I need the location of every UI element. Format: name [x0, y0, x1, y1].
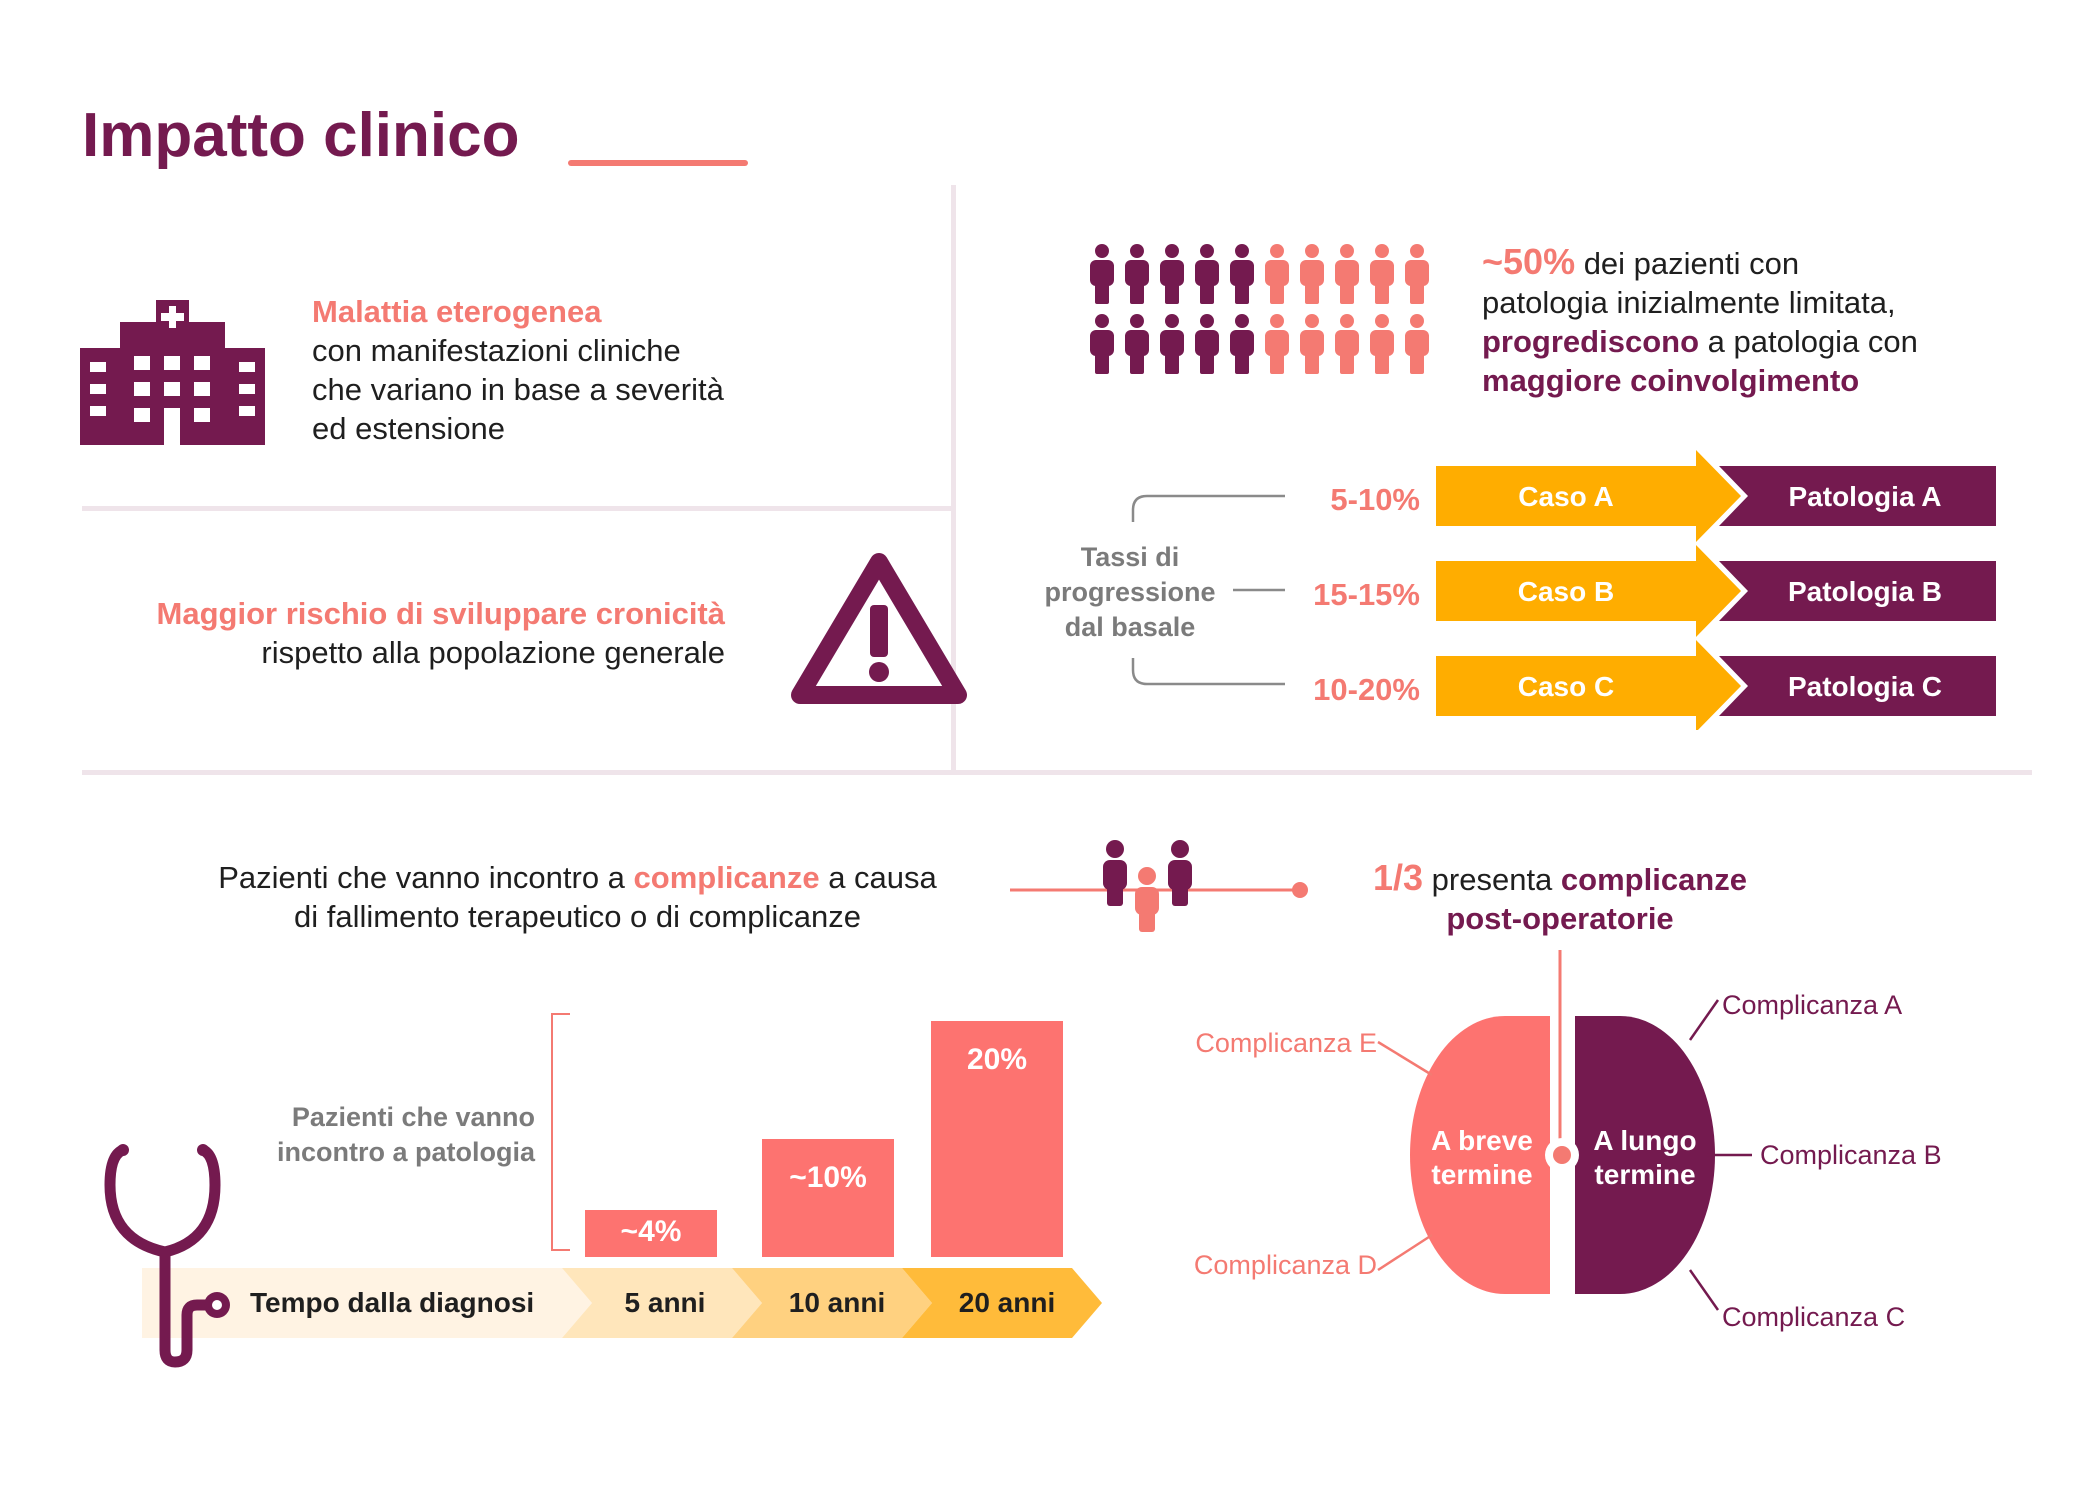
bar-20-years-label: 20% [966, 1043, 1028, 1076]
complications-intro-text-1: Pazienti che vanno incontro a [218, 860, 634, 895]
rates-bracket [1131, 494, 1285, 686]
title-underline [568, 160, 748, 166]
progression-text-3: a patologia con [1699, 324, 1918, 359]
bar-section-label-line-1: Pazienti che vanno [291, 1102, 535, 1132]
chronic-risk-line: rispetto alla popolazione generale [261, 635, 725, 670]
pathology-b-label: Patologia B [1787, 576, 1942, 607]
postop-highlight: complicanze [1560, 862, 1747, 897]
progression-text-2: patologia inizialmente limitata, [1482, 285, 1896, 320]
complication-a-label: Complicanza A [1722, 990, 1903, 1020]
vertical-divider [951, 185, 956, 775]
case-b-label: Caso B [1517, 576, 1615, 607]
heterogeneous-line-2: che variano in base a severità [312, 372, 724, 407]
person-icon [1160, 244, 1184, 304]
progression-text-1: dei pazienti con [1575, 246, 1800, 281]
bar-5-years-label: ~4% [620, 1215, 682, 1248]
complications-intro-text-2: a causa [819, 860, 937, 895]
complications-diagram [1377, 950, 1752, 1311]
rates-label-line-3: dal basale [1064, 612, 1196, 642]
person-icon [1230, 244, 1254, 304]
rate-row-b-value: 15-15% [1313, 577, 1420, 612]
short-term-label: A breve termine [1412, 1124, 1552, 1192]
rate-row-c-value: 10-20% [1313, 672, 1420, 707]
timeline-label: Tempo dalla diagnosi [250, 1287, 535, 1318]
rates-label-line-2: progressione [1044, 577, 1216, 607]
complication-c-label: Complicanza C [1722, 1302, 1906, 1332]
people-trio-icon [1010, 840, 1308, 932]
postop-text: 1/3 presenta complicanze post-operatorie [1300, 858, 1820, 938]
person-icon [1300, 314, 1324, 374]
complication-e-label: Complicanza E [1195, 1028, 1377, 1058]
chronic-risk-text: Maggior rischio di sviluppare cronicità … [80, 594, 725, 672]
heterogeneous-highlight: Malattia eterogenea [312, 294, 602, 329]
bar-section-label: Pazienti che vanno incontro a patologia [210, 1100, 535, 1170]
bar-20-years [931, 1021, 1063, 1257]
case-a-label: Caso A [1518, 481, 1614, 512]
heterogeneous-line-1: con manifestazioni cliniche [312, 333, 681, 368]
complication-b-label: Complicanza B [1760, 1140, 1942, 1170]
person-icon [1370, 244, 1394, 304]
pathology-c-label: Patologia C [1787, 671, 1942, 702]
bar-10-years [762, 1139, 894, 1257]
bar-10-years-label: ~10% [789, 1161, 867, 1194]
complication-d-label: Complicanza D [1193, 1250, 1377, 1280]
person-icon [1405, 314, 1429, 374]
timeline-step-20-years: 20 anni [958, 1287, 1056, 1318]
page-title: Impatto clinico [82, 101, 520, 170]
timeline-step-10-years: 10 anni [788, 1287, 886, 1318]
postop-fraction: 1/3 [1373, 857, 1424, 898]
rates-label: Tassi di progressione dal basale [1020, 540, 1240, 645]
person-icon [1125, 314, 1149, 374]
person-icon [1160, 314, 1184, 374]
person-icon [1405, 244, 1429, 304]
people-grid-icon [1090, 244, 1429, 374]
progression-outcome: maggiore coinvolgimento [1482, 363, 1860, 398]
horizontal-divider-main [82, 770, 2032, 775]
person-icon [1300, 244, 1324, 304]
person-icon [1090, 244, 1114, 304]
person-icon [1335, 244, 1359, 304]
hospital-icon [80, 300, 265, 445]
bar-bracket [551, 1013, 570, 1251]
rate-row-a-value: 5-10% [1330, 482, 1420, 517]
progression-percent: ~50% [1482, 241, 1576, 282]
bar-section-label-line-2: incontro a patologia [276, 1137, 535, 1167]
long-term-line-1: A lungo [1593, 1125, 1697, 1156]
pathology-a-label: Patologia A [1788, 481, 1942, 512]
warning-icon [791, 553, 967, 704]
complications-intro-highlight: complicanze [633, 860, 820, 895]
person-icon [1370, 314, 1394, 374]
timeline-arrows [142, 1268, 1102, 1338]
case-c-label: Caso C [1517, 671, 1615, 702]
heterogeneous-line-3: ed estensione [312, 411, 506, 446]
progression-verb: progrediscono [1482, 324, 1700, 359]
person-icon [1265, 314, 1289, 374]
person-icon [1265, 244, 1289, 304]
heterogeneous-disease-text: Malattia eterogenea con manifestazioni c… [312, 292, 812, 448]
timeline-step-5-years: 5 anni [624, 1287, 706, 1318]
postop-text-1: presenta [1423, 862, 1561, 897]
chronic-risk-highlight: Maggior rischio di sviluppare cronicità [156, 596, 725, 631]
short-term-line-2: termine [1431, 1159, 1533, 1190]
postop-line-2: post-operatorie [1446, 901, 1674, 936]
person-icon [1125, 244, 1149, 304]
person-icon [1195, 244, 1219, 304]
complications-intro-line-2: di fallimento terapeutico o di complican… [294, 899, 861, 934]
person-icon [1195, 314, 1219, 374]
person-icon [1090, 314, 1114, 374]
horizontal-divider-left [82, 506, 952, 511]
rate-arrows [1436, 450, 1996, 730]
complications-intro-text: Pazienti che vanno incontro a complicanz… [150, 858, 1005, 936]
person-icon [1335, 314, 1359, 374]
long-term-line-2: termine [1594, 1159, 1696, 1190]
short-term-line-1: A breve [1431, 1125, 1533, 1156]
progression-text: ~50% dei pazienti con patologia inizialm… [1482, 242, 2022, 400]
bar-5-years [585, 1210, 717, 1257]
long-term-label: A lungo termine [1575, 1124, 1715, 1192]
rates-label-line-1: Tassi di [1080, 542, 1180, 572]
person-icon [1230, 314, 1254, 374]
stethoscope-icon [104, 1144, 230, 1368]
